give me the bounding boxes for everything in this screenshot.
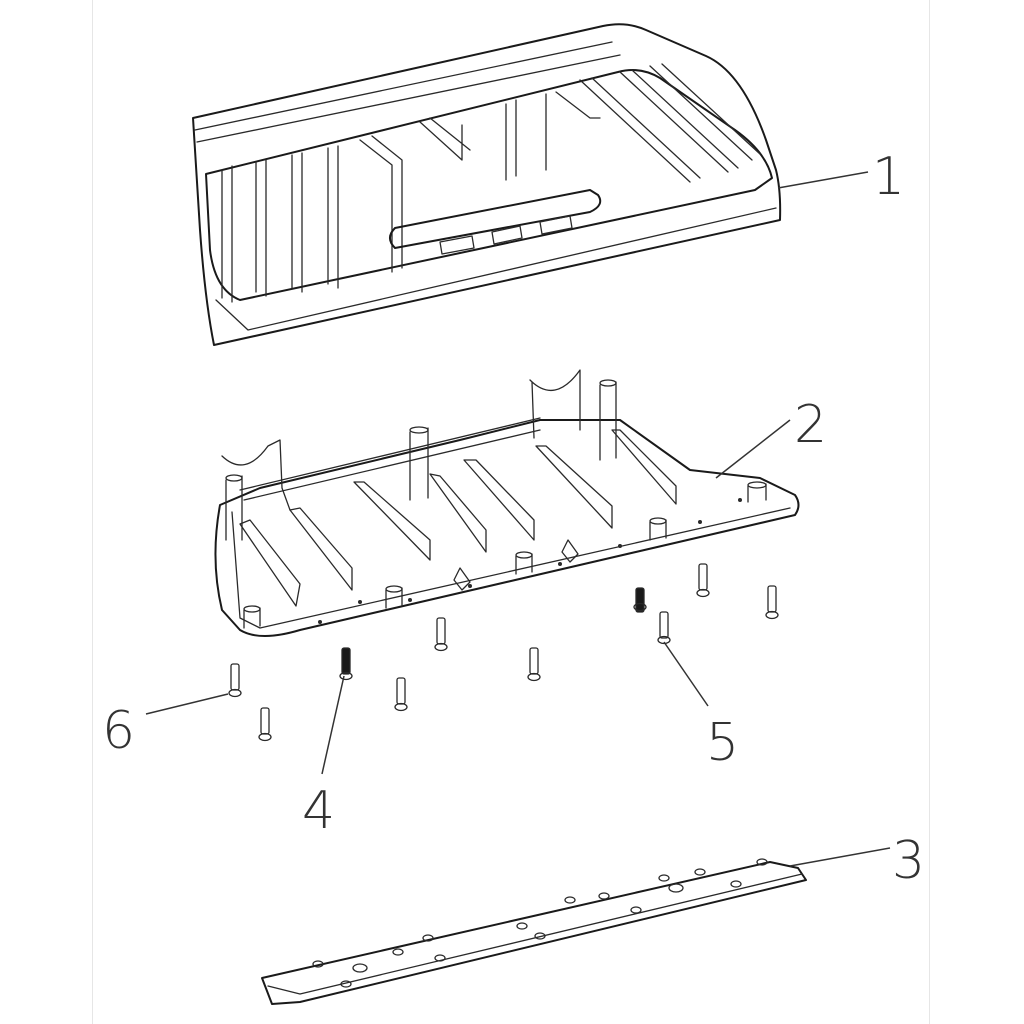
callout-5: 5	[663, 641, 739, 773]
callout-number-2: 2	[794, 395, 827, 455]
screw	[657, 611, 671, 645]
frame-border-right	[929, 0, 930, 1024]
screw	[633, 587, 647, 613]
screw	[339, 647, 353, 681]
screw	[258, 707, 272, 742]
callout-2: 2	[715, 395, 827, 479]
callout-6: 6	[102, 693, 229, 761]
part-2-base-frame	[214, 369, 800, 637]
screw	[696, 563, 710, 598]
callout-number-1: 1	[872, 147, 905, 207]
callout-4: 4	[302, 675, 345, 841]
callout-3: 3	[789, 831, 925, 891]
screws	[228, 563, 779, 742]
part-3-bottom-plate	[261, 858, 807, 1005]
callout-number-6: 6	[102, 701, 135, 761]
screw	[527, 647, 541, 682]
callout-number-5: 5	[706, 713, 739, 773]
screw	[394, 677, 408, 712]
part-1-top-cover	[192, 23, 782, 346]
callout-number-4: 4	[302, 781, 335, 841]
screw	[228, 663, 242, 698]
callout-1: 1	[777, 147, 905, 207]
screw	[434, 617, 448, 652]
screw	[765, 585, 779, 620]
callout-number-3: 3	[892, 831, 925, 891]
frame-border-left	[92, 0, 93, 1024]
